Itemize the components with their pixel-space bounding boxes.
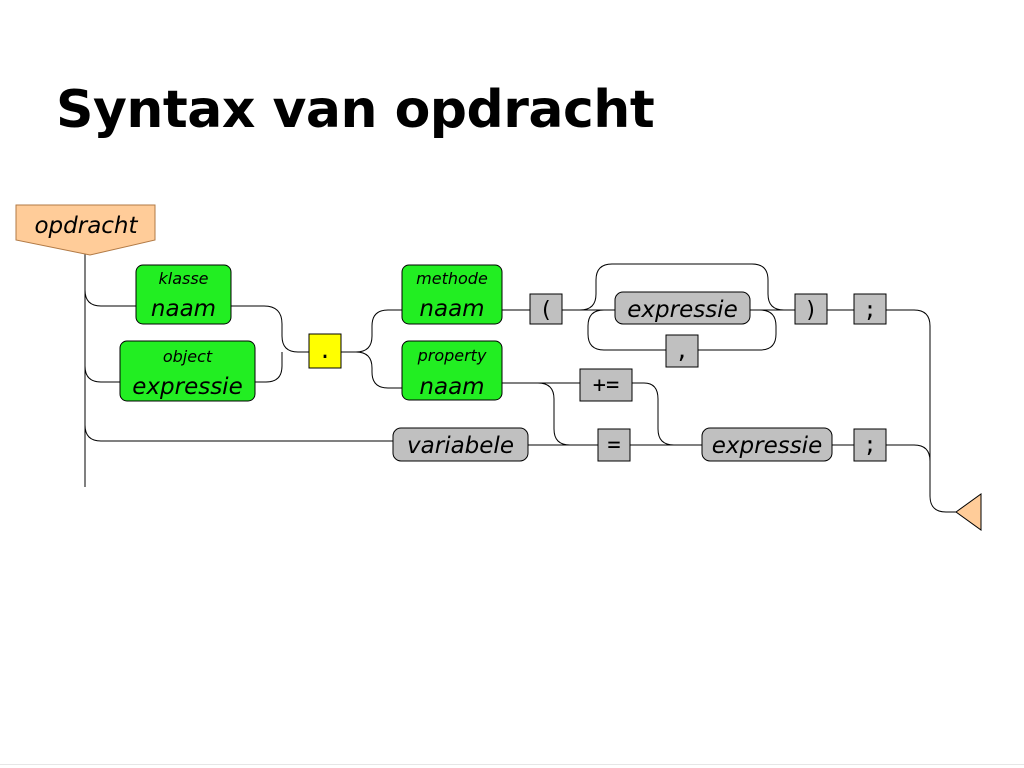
nonterminal-methode-naam: methode naam (401, 264, 503, 325)
methode-naam-line1: methode (416, 269, 488, 288)
terminal-dot-label: . (318, 339, 331, 364)
variabele-label: variabele (407, 433, 514, 459)
start-symbol-shape (15, 204, 156, 256)
terminal-open-paren-label: ( (539, 298, 552, 323)
expressie-value-label: expressie (712, 433, 822, 459)
footer-divider (0, 764, 1024, 765)
terminal-assign: = (597, 428, 631, 462)
terminal-dot: . (308, 333, 342, 369)
property-naam-line1: property (417, 346, 487, 365)
object-expressie-line2: expressie (132, 374, 242, 400)
terminal-semicolon-assign: ; (853, 428, 887, 462)
end-triangle-icon (955, 493, 982, 531)
start-symbol: opdracht (15, 204, 156, 256)
terminal-open-paren: ( (529, 293, 563, 325)
terminal-comma-label: , (675, 339, 688, 364)
slide-title: Syntax van opdracht (56, 80, 655, 140)
object-expressie-line1: object (163, 347, 213, 366)
diagram-wires (84, 240, 956, 513)
terminal-assign-label: = (607, 433, 620, 458)
terminal-semicolon-assign-label: ; (863, 433, 876, 458)
start-symbol-label: opdracht (34, 213, 138, 239)
methode-naam-line2: naam (419, 296, 484, 322)
reference-expressie-value: expressie (701, 427, 833, 462)
expressie-args-label: expressie (627, 297, 737, 323)
reference-variabele: variabele (392, 427, 529, 462)
property-naam-line2: naam (419, 374, 484, 400)
terminal-semicolon-call: ; (853, 293, 887, 325)
nonterminal-object-expressie: object expressie (119, 340, 256, 402)
terminal-plus-assign: += (579, 368, 633, 402)
terminal-semicolon-call-label: ; (863, 298, 876, 323)
reference-expressie-args: expressie (614, 291, 751, 325)
klasse-naam-line1: klasse (158, 269, 208, 288)
nonterminal-property-naam: property naam (401, 340, 503, 401)
klasse-naam-line2: naam (151, 296, 216, 322)
terminal-comma: , (665, 334, 699, 368)
nonterminal-klasse-naam: klasse naam (135, 264, 232, 325)
terminal-close-paren: ) (794, 293, 828, 325)
terminal-close-paren-label: ) (804, 298, 817, 323)
terminal-plus-assign-label: += (593, 373, 620, 398)
